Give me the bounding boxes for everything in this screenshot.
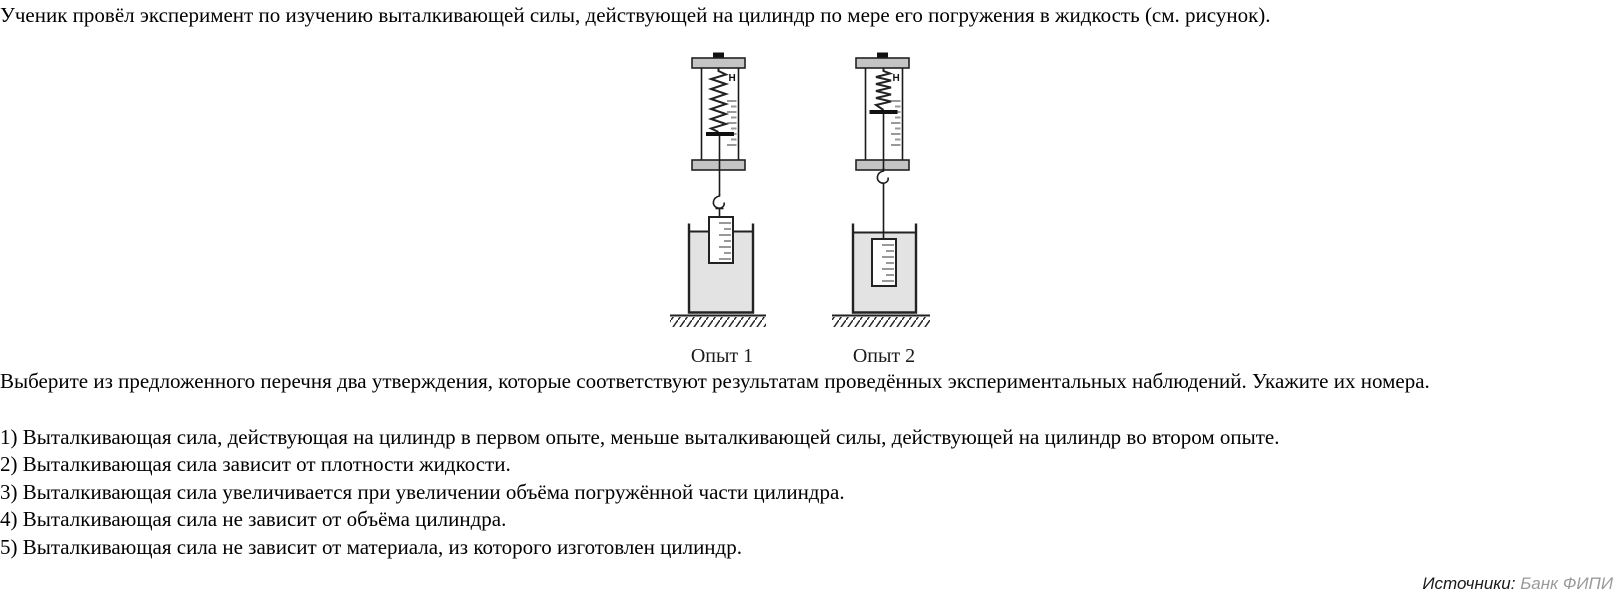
option-4: 4) Выталкивающая сила не зависит от объё…	[0, 507, 507, 532]
scale-ticks-1	[727, 100, 737, 146]
source-prefix: Источники:	[1422, 574, 1516, 593]
dynamometer-1: Н	[691, 52, 746, 195]
pointer-bar	[869, 110, 898, 114]
scale-ticks-2	[891, 100, 901, 146]
newton-unit-label: Н	[893, 73, 900, 84]
source-attribution: Источники: Банк ФИПИ	[1422, 574, 1613, 594]
cylinder-1	[708, 216, 734, 264]
knob-icon	[713, 52, 724, 59]
spring-icon	[873, 68, 894, 111]
spring-icon	[707, 68, 730, 133]
task-intro-text: Ученик провёл эксперимент по изучению вы…	[0, 3, 1271, 27]
option-2: 2) Выталкивающая сила зависит от плотнос…	[0, 452, 511, 477]
hook-2	[876, 168, 889, 239]
hook-1	[712, 194, 725, 217]
source-name: Банк ФИПИ	[1520, 574, 1613, 593]
experiment-2-diagram: Н Опыт 2	[832, 52, 930, 367]
experiment-2-caption: Опыт 2	[853, 345, 915, 367]
question-prompt: Выберите из предложенного перечня два ут…	[0, 369, 1430, 393]
experiment-1-diagram: Н Опыт 1	[670, 52, 766, 367]
cylinder-2	[871, 238, 897, 287]
experiment-1-caption: Опыт 1	[691, 345, 753, 367]
options-list: 1) Выталкивающая сила, действующая на ци…	[0, 424, 1600, 561]
option-1: 1) Выталкивающая сила, действующая на ци…	[0, 425, 1280, 449]
pointer-bar	[706, 132, 734, 136]
ground-1	[670, 314, 766, 327]
experiment-diagram: Н Опыт 1	[670, 52, 930, 367]
newton-unit-label: Н	[729, 73, 736, 84]
ground-2	[832, 314, 930, 327]
option-5: 5) Выталкивающая сила не зависит от мате…	[0, 534, 742, 559]
knob-icon	[877, 52, 888, 59]
option-3: 3) Выталкивающая сила увеличивается при …	[0, 479, 845, 504]
experiment-figure: Н Опыт 1	[650, 40, 970, 370]
dynamometer-2: Н	[855, 52, 910, 171]
